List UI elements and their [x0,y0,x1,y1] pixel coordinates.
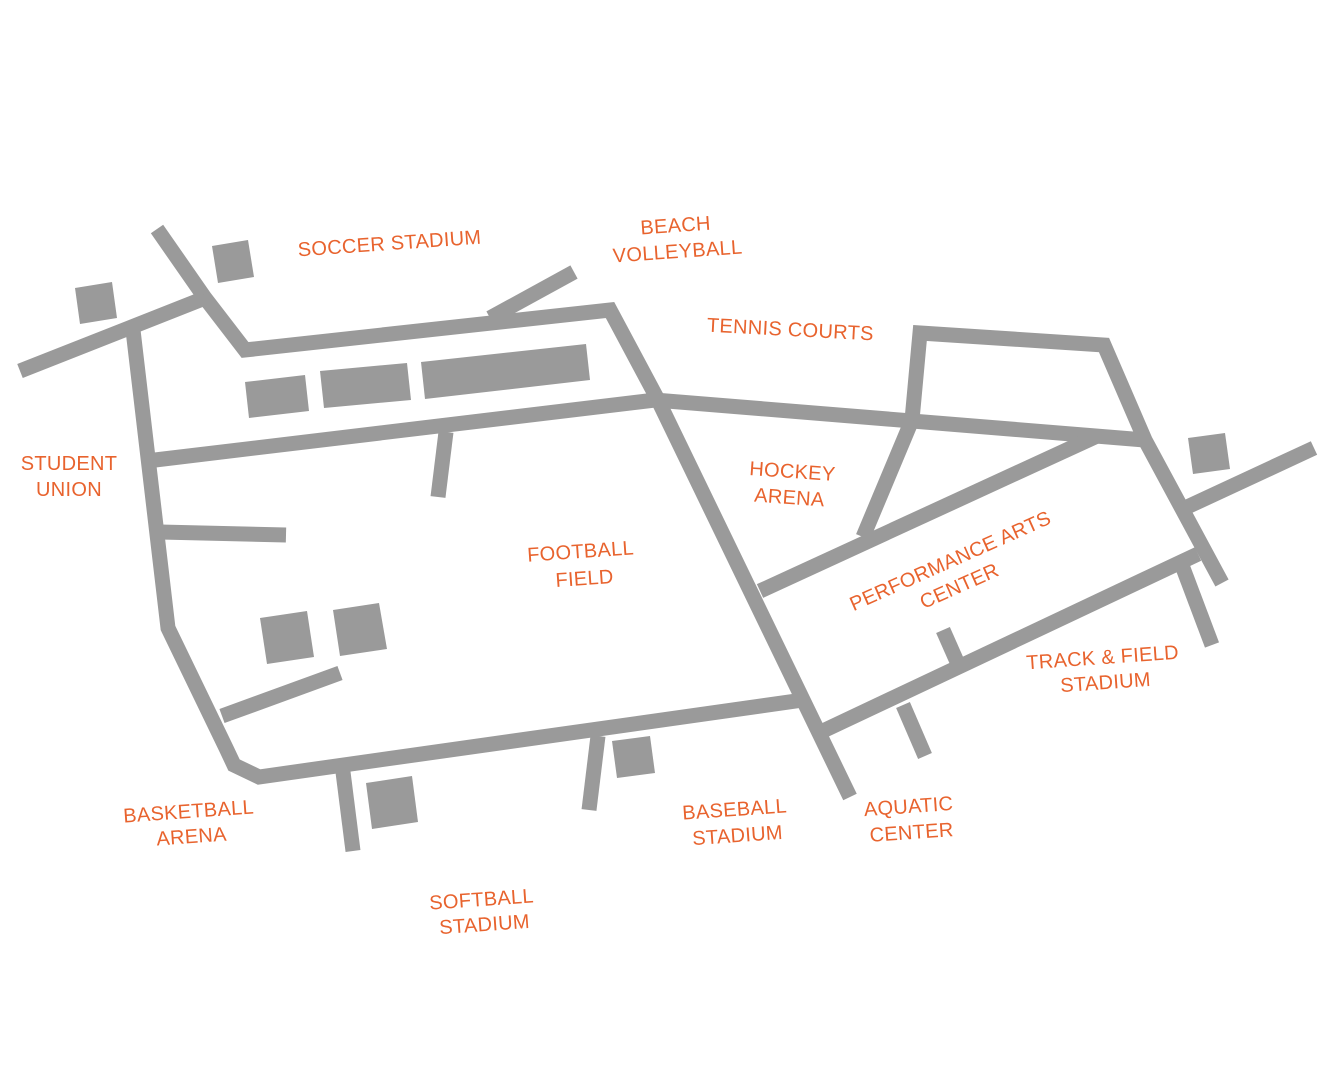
label-football-field-line1: FOOTBALL [527,537,635,566]
building-soccer [212,240,254,283]
road-west-perimeter [125,329,805,785]
building-softball [366,776,418,829]
label-beach-volleyball-line1: BEACH [640,213,712,240]
road-hockey-diagonal [856,417,919,540]
building-northwest [75,282,117,324]
building-row-2 [320,363,411,408]
road-spur-southwest [219,665,343,724]
road-spur-north-lot [430,431,454,498]
road-east-exit [1183,441,1318,514]
label-soccer-stadium: SOCCER STADIUM [297,227,482,262]
label-baseball-stadium-line1: BASEBALL [682,795,788,824]
venue-labels: SOCCER STADIUM BEACH VOLLEYBALL TENNIS C… [21,213,1180,940]
road-beach-volleyball-spur [486,265,578,325]
label-track-field-line2: STADIUM [1060,669,1152,697]
building-row-3 [421,344,590,399]
road-network [17,224,1318,852]
road-aquatic-spur [896,702,932,759]
label-aquatic-center-line2: CENTER [869,819,954,847]
road-softball-spur [335,771,361,852]
label-student-union-line2: UNION [36,479,102,501]
building-east [1188,433,1230,474]
label-track-field-line1: TRACK & FIELD [1026,642,1180,675]
label-softball-stadium-line1: SOFTBALL [429,885,535,914]
label-basketball-arena-line1: BASKETBALL [123,796,255,827]
label-basketball-arena-line2: ARENA [156,824,228,851]
label-beach-volleyball-line2: VOLLEYBALL [612,237,743,268]
road-spur-west-lot [159,524,287,543]
road-baseball-spur [581,735,606,811]
road-west-entry [17,291,208,378]
label-baseball-stadium-line2: STADIUM [692,822,784,850]
label-softball-stadium-line2: STADIUM [439,911,531,939]
label-hockey-arena-line2: ARENA [754,485,826,512]
building-west-a [260,611,314,664]
building-west-b [333,603,387,656]
label-aquatic-center-line1: AQUATIC [863,793,954,821]
road-arts-south [821,547,1202,737]
road-northwest-spur [150,224,664,402]
buildings [75,240,1230,829]
road-tennis-loop [904,325,1229,587]
road-arts-spur [936,626,965,668]
building-row-1 [245,375,309,418]
road-track-spur [1175,565,1220,648]
road-central-diagonal [650,394,857,801]
road-arts-north [756,429,1101,598]
label-tennis-courts: TENNIS COURTS [706,315,874,346]
label-hockey-arena-line1: HOCKEY [749,458,837,486]
label-student-union-line1: STUDENT [21,453,118,475]
building-baseball [612,736,655,778]
label-football-field-line2: FIELD [555,566,615,592]
